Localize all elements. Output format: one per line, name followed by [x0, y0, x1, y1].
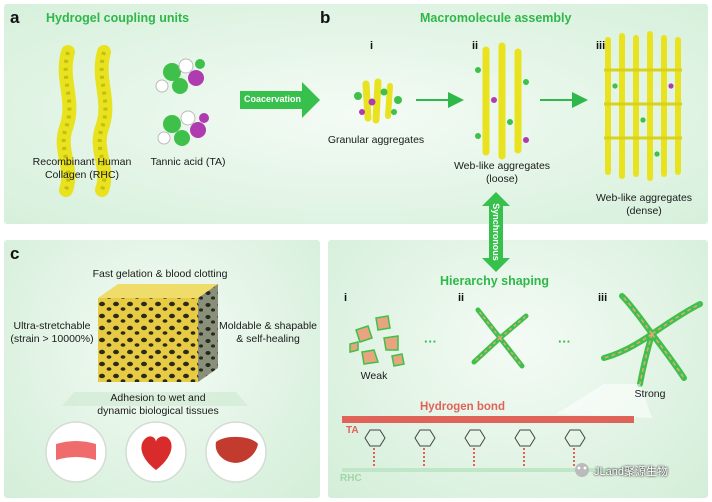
- fast-gelation-label: Fast gelation & blood clotting: [92, 268, 228, 280]
- web-like-loose-aggregate-icon: [475, 42, 529, 160]
- progression-dots: ···: [424, 334, 437, 349]
- rhc-label-line1: Recombinant Human: [32, 156, 132, 168]
- weak-label: Weak: [360, 370, 388, 382]
- stretchable-label-line1: Ultra-stretchable: [13, 320, 91, 332]
- web-loose-label-line1: Web-like aggregates: [453, 160, 551, 172]
- stage-i-label: i: [370, 40, 374, 52]
- shaping-stage-iii-label: iii: [598, 292, 608, 304]
- strong-label: Strong: [634, 388, 666, 400]
- panel-letter-c: c: [10, 244, 20, 263]
- shaping-stage-i-label: i: [344, 292, 348, 304]
- stage-ii-label: ii: [472, 40, 479, 52]
- ta-chain-label: TA: [346, 425, 359, 436]
- panel-letter-b: b: [320, 8, 331, 27]
- granular-aggregate-icon: [354, 78, 402, 124]
- panel-letter-a: a: [10, 8, 20, 27]
- zoom-callout: [556, 384, 652, 418]
- tannic-acid-molecule-icon: [155, 58, 205, 94]
- synchronous-double-arrow: [482, 192, 510, 272]
- web-dense-label-line1: Web-like aggregates: [595, 192, 693, 204]
- heart-icon: [125, 421, 187, 483]
- coacervation-arrow: [240, 82, 320, 118]
- progression-dots: ···: [558, 334, 571, 349]
- web-loose-label-line2: (loose): [485, 173, 519, 185]
- ta-backbone-bar: [342, 416, 634, 423]
- stage-iii-label: iii: [596, 40, 606, 52]
- panel-a-title: Hydrogel coupling units: [46, 11, 190, 25]
- hydrogen-bond-dashes: [373, 448, 575, 466]
- watermark-logo-icon: [575, 463, 589, 477]
- coacervation-label: Coacervation: [244, 94, 302, 104]
- stretchable-label-line2: (strain > 10000%): [10, 333, 94, 345]
- weak-network-icon: [349, 315, 405, 367]
- ta-label: Tannic acid (TA): [150, 156, 226, 168]
- rhc-chain-label: RHC: [340, 473, 362, 484]
- rhc-label-line2: Collagen (RHC): [44, 169, 120, 181]
- phenol-ring-icons: [364, 429, 586, 447]
- collagen-fibril-icon: [56, 45, 77, 197]
- panel-d-title: Hierarchy shaping: [440, 274, 550, 288]
- liver-icon: [205, 421, 267, 483]
- adhesion-label-line1: Adhesion to wet and: [110, 392, 206, 404]
- collagen-fibril-icon: [92, 45, 113, 197]
- web-like-dense-aggregate-icon: [604, 31, 682, 181]
- moldable-label-line2: & self-healing: [236, 333, 300, 345]
- intermediate-network-icon: [471, 307, 529, 369]
- adhesion-base-shadow: [62, 392, 248, 406]
- web-dense-label-line2: (dense): [626, 205, 662, 217]
- adhesion-label-line2: dynamic biological tissues: [97, 405, 219, 417]
- panel-ab: [4, 4, 708, 224]
- tannic-acid-molecule-icon: [157, 110, 209, 146]
- porous-hydrogel-cube-icon: [98, 284, 218, 382]
- granular-aggregates-label: Granular aggregates: [327, 134, 425, 146]
- panel-b-title: Macromolecule assembly: [420, 11, 572, 25]
- synchronous-label: Synchronous: [491, 203, 501, 261]
- shaping-stage-ii-label: ii: [458, 292, 465, 304]
- strong-network-icon: [601, 293, 703, 387]
- moldable-label-line1: Moldable & shapable: [218, 320, 318, 332]
- tissue-strip-icon: [45, 421, 107, 483]
- hydrogen-bond-label: Hydrogen bond: [420, 401, 505, 413]
- watermark-text: JLand聚源生物: [594, 466, 668, 478]
